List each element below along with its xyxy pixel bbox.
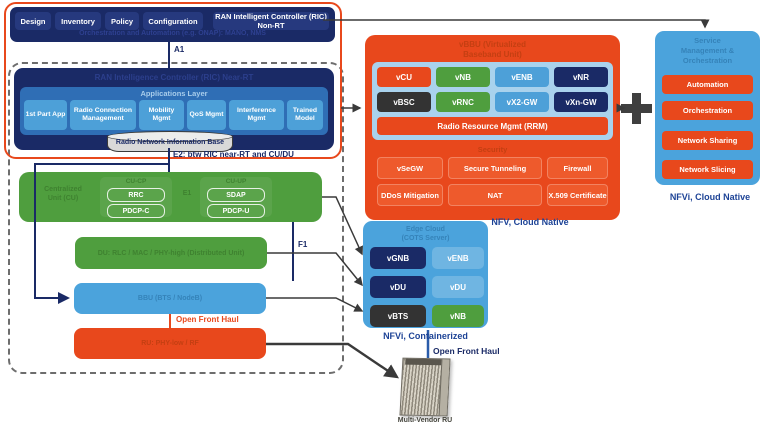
orchestration-bar: Orchestration and Automation (e.g. ONAP)… [10, 7, 335, 42]
smo-network-slicing: Network Slicing [662, 160, 753, 179]
applications-row: 1st Part App Radio Connection Management… [24, 100, 324, 130]
nfvi-title-line2: (COTS Server) [401, 235, 450, 243]
nfvi-vnb: vNB [432, 305, 484, 327]
cu-side-line1: Centralized [44, 186, 82, 193]
radio-unit-caption: Multi-Vendor RU [397, 417, 453, 424]
smo-title-line2: Management & [680, 46, 735, 56]
sec-vsegw: vSeGW [377, 157, 443, 179]
nfvi-grid: vGNB vENB vDU vDU vBTS vNB [370, 247, 484, 327]
app-radio-connection-management: Radio Connection Management [70, 100, 136, 130]
nfvi-title-line1: Edge Cloud [406, 226, 445, 233]
smo-title-line3: Orchestration [682, 56, 733, 66]
ric-near-rt-title: RAN Intelligence Controller (RIC) Near-R… [94, 73, 254, 82]
topbar-item-policy: Policy [105, 12, 139, 30]
nfvi-vbts: vBTS [370, 305, 426, 327]
vbbu-box: vBBU (Virtualized Baseband Unit) vCU vNB… [365, 35, 620, 220]
bbu-label: BBU (BTS / NodeB) [137, 295, 203, 302]
vnf-vcu: vCU [377, 67, 431, 87]
pdcp-u-pill: PDCP-U [207, 204, 265, 218]
nfvi-caption: NFVi, Containerized [383, 331, 468, 341]
nfvi-vgnb: vGNB [370, 247, 426, 269]
vnf-grid: vCU vNB vENB vNR vBSC vRNC vX2-GW vXn-GW [377, 67, 608, 112]
radio-unit-side [438, 359, 450, 416]
ru-box: RU: PHY-low / RF [74, 328, 266, 359]
radio-unit-photo [399, 357, 451, 417]
pdcp-c-pill: PDCP-C [107, 204, 165, 218]
e2-label: E2: btw RIC near-RT and CU/DU [173, 150, 294, 159]
app-qos-mgmt: QoS Mgmt [187, 100, 226, 130]
rnib-label: Radio Network Information Base [115, 139, 225, 146]
cu-cp-group: CU-CP RRC PDCP-C [100, 177, 172, 218]
du-label: DU: RLC / MAC / PHY-high (Distributed Un… [97, 249, 245, 257]
vnf-vbsc: vBSC [377, 92, 431, 112]
smo-caption: NFVi, Cloud Native [669, 192, 751, 202]
vbbu-title: vBBU (Virtualized Baseband Unit) [365, 40, 620, 61]
app-interference-mgmt: Interference Mgmt [229, 100, 284, 130]
open-front-haul-left-label: Open Front Haul [176, 315, 239, 324]
vbbu-caption: NFV, Cloud Native [491, 217, 569, 227]
cu-up-group: CU-UP SDAP PDCP-U [200, 177, 272, 218]
smo-automation: Automation [662, 75, 753, 94]
app-1st-part-app: 1st Part App [24, 100, 67, 130]
topbar-item-design: Design [15, 12, 51, 30]
cylinder-top [107, 131, 233, 142]
smo-box: Service Management & Orchestration Autom… [655, 31, 760, 185]
orange-boundary [4, 2, 342, 159]
ru-label: RU: PHY-low / RF [141, 340, 199, 347]
nfvi-vdu-2: vDU [432, 276, 484, 298]
sec-x509-certificate: X.509 Certificate [547, 184, 608, 206]
nfvi-title: Edge Cloud (COTS Server) [363, 225, 488, 244]
ric-to-smo-line [323, 19, 710, 29]
sec-nat: NAT [448, 184, 542, 206]
vnf-vxn-gw: vXn-GW [554, 92, 608, 112]
cu-up-header: CU-UP [225, 178, 247, 185]
f1-label: F1 [298, 240, 308, 249]
nfvi-vdu-1: vDU [370, 276, 426, 298]
nfvi-box: Edge Cloud (COTS Server) vGNB vENB vDU v… [363, 221, 488, 328]
sec-firewall: Firewall [547, 157, 608, 179]
cu-side-line2: Unit (CU) [47, 195, 79, 203]
applications-layer-title: Applications Layer [140, 89, 208, 98]
cu-cp-header: CU-CP [125, 178, 147, 185]
rrc-pill: RRC [107, 188, 165, 202]
nfvi-venb: vENB [432, 247, 484, 269]
orchestration-backdrop-label: Orchestration and Automation (e.g. ONAP)… [79, 30, 266, 37]
smo-network-sharing: Network Sharing [662, 131, 753, 150]
cu-box: Centralized Unit (CU) CU-CP RRC PDCP-C E… [19, 172, 322, 222]
rrm-bar: Radio Resource Mgmt (RRM) [377, 117, 608, 135]
cu-side-label: Centralized Unit (CU) [23, 185, 103, 203]
open-front-haul-right-label: Open Front Haul [433, 346, 500, 356]
a1-label: A1 [174, 45, 185, 54]
sdap-pill: SDAP [207, 188, 265, 202]
smo-title-line1: Service [694, 36, 721, 45]
bbu-box: BBU (BTS / NodeB) [74, 283, 266, 314]
topbar-item-configuration: Configuration [143, 12, 203, 30]
app-mobility-mgmt: Mobility Mgmt [139, 100, 184, 130]
vbbu-title-line1: vBBU (Virtualized [459, 40, 526, 49]
topbar-item-inventory: Inventory [55, 12, 101, 30]
radio-network-information-base: Radio Network Information Base [107, 131, 233, 153]
sec-ddos-mitigation: DDoS Mitigation [377, 184, 443, 206]
sec-secure-tunneling: Secure Tunneling [448, 157, 542, 179]
topbar-item-ric-non-rt: RAN Intelligent Controller (RIC) Non-RT [213, 12, 329, 30]
vnf-vnb: vNB [436, 67, 490, 87]
app-trained-model: Trained Model [287, 100, 323, 130]
vnf-vx2-gw: vX2-GW [495, 92, 549, 112]
smo-orchestration: Orchestration [662, 101, 753, 120]
vnf-venb: vENB [495, 67, 549, 87]
e1-label: E1 [182, 190, 192, 197]
vnf-vrnc: vRNC [436, 92, 490, 112]
vnf-panel: vCU vNB vENB vNR vBSC vRNC vX2-GW vXn-GW… [372, 62, 613, 140]
smo-title: Service Management & Orchestration [655, 36, 760, 66]
security-grid: vSeGW Secure Tunneling Firewall DDoS Mit… [377, 157, 608, 206]
vnf-vnr: vNR [554, 67, 608, 87]
vbbu-title-line2: Baseband Unit) [463, 50, 522, 60]
topbar-items: Design Inventory Policy Configuration RA… [15, 12, 330, 30]
plus-icon [632, 93, 641, 124]
applications-layer-panel: Applications Layer 1st Part App Radio Co… [20, 87, 328, 135]
du-box: DU: RLC / MAC / PHY-high (Distributed Un… [75, 237, 267, 269]
security-header: Security [477, 145, 508, 154]
